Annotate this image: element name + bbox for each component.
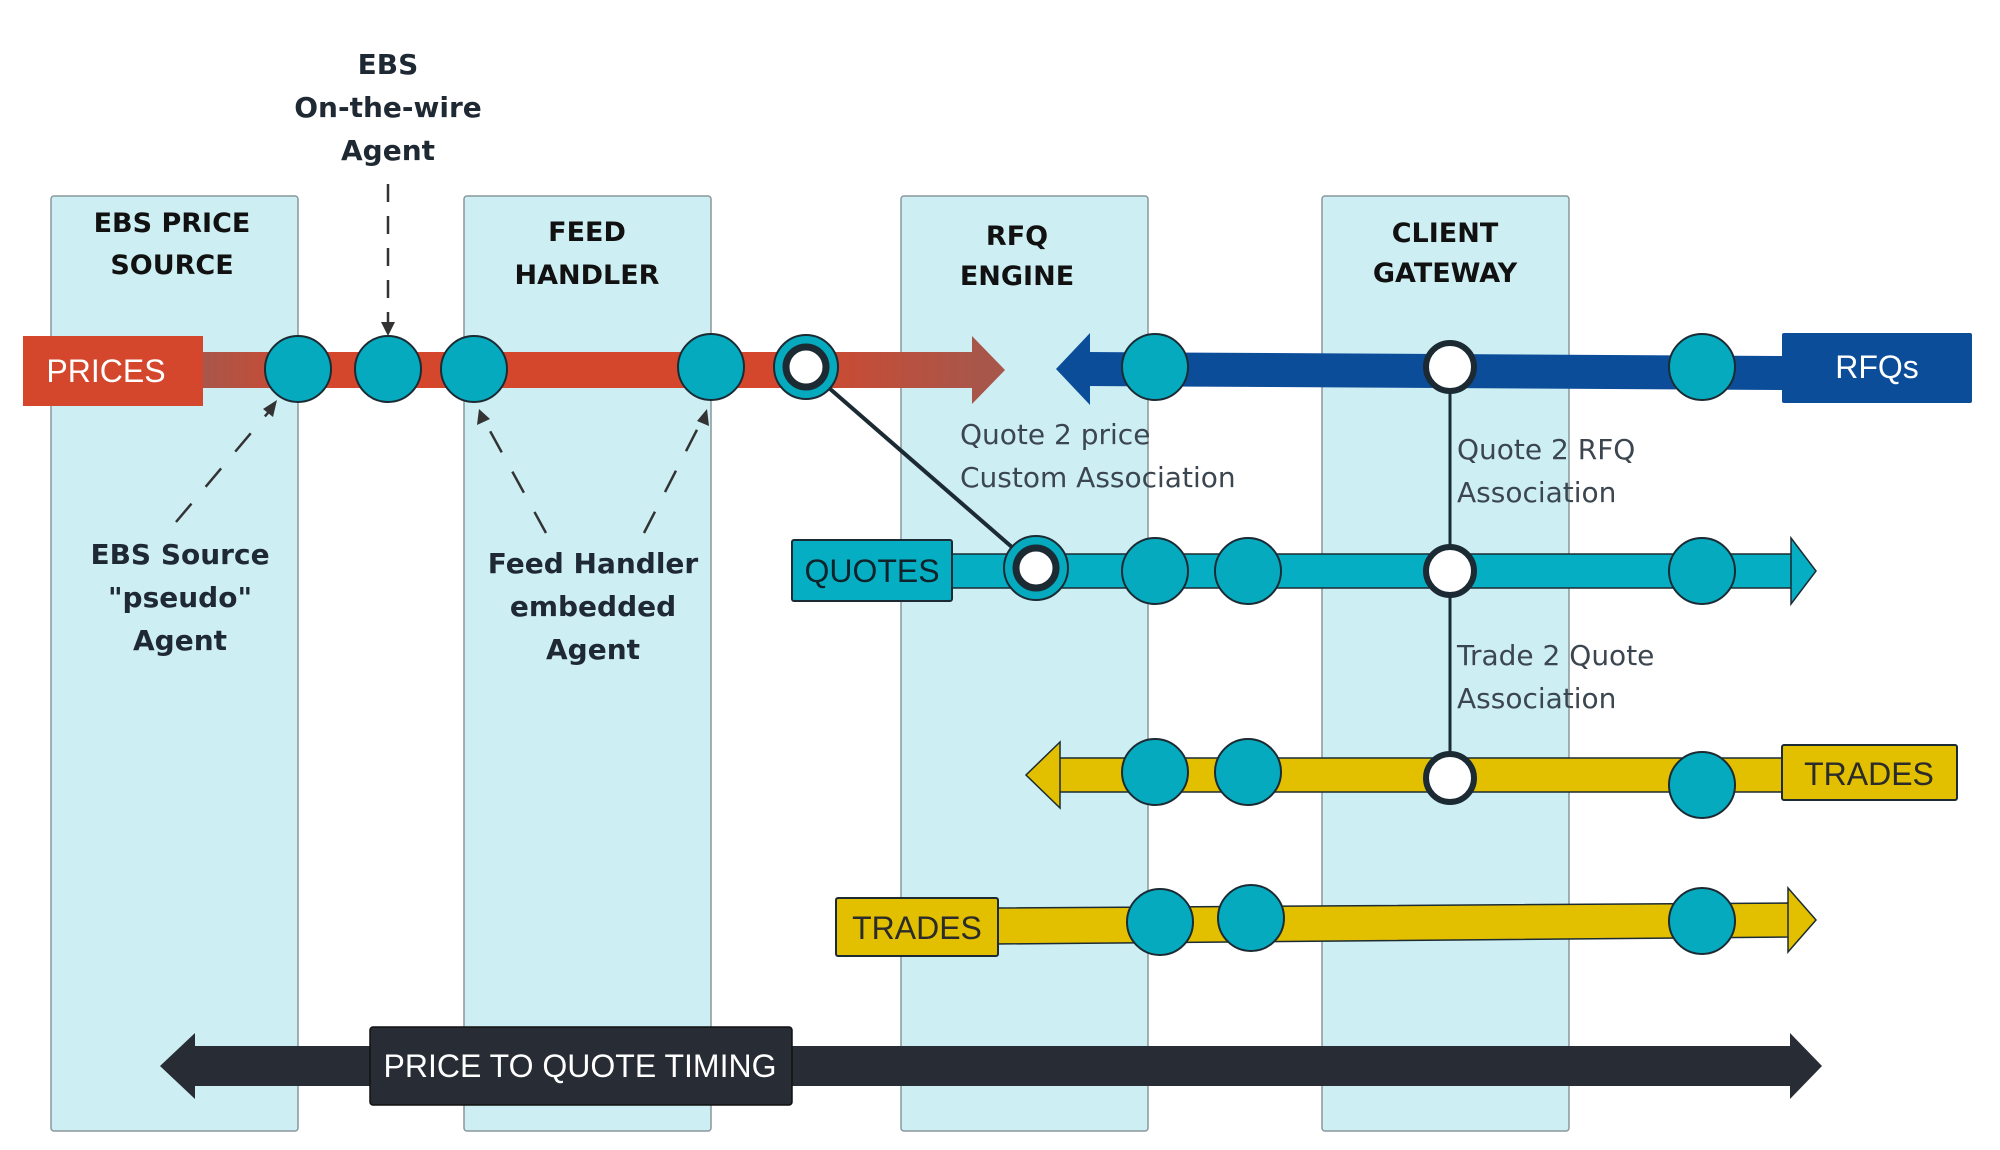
column-ebs-price-source xyxy=(50,195,299,1132)
trade-quote-note: Association xyxy=(1457,682,1616,715)
trades-out-label: TRADES xyxy=(852,910,982,946)
association-notes: Quote 2 price Custom Association Quote 2… xyxy=(960,418,1654,715)
trades-out-label-box xyxy=(835,897,999,957)
node xyxy=(1121,738,1189,806)
node xyxy=(354,335,422,403)
node xyxy=(1668,751,1736,819)
trades-out-arrowhead xyxy=(1787,886,1817,954)
node xyxy=(1121,333,1189,401)
association-node xyxy=(1423,340,1477,394)
pseudo-agent-label: EBS Source xyxy=(90,538,269,571)
quotes-band xyxy=(951,553,1797,589)
quotes-label-box xyxy=(791,539,953,602)
quote-price-connector xyxy=(804,366,1038,570)
trades-in-arrowhead xyxy=(1024,740,1061,810)
embedded-agent-arrow-right xyxy=(642,419,704,534)
association-node xyxy=(1423,544,1477,598)
association-nodes xyxy=(773,334,1477,805)
quotes-arrowhead xyxy=(1790,535,1817,607)
column-rfq-engine xyxy=(900,195,1149,1132)
column-title: CLIENT xyxy=(1392,218,1499,249)
node xyxy=(1121,537,1189,605)
trades-out-flow: TRADES xyxy=(835,886,1817,957)
prices-arrowhead xyxy=(972,336,1005,404)
quote-price-note: Quote 2 price xyxy=(960,418,1150,451)
column-title: GATEWAY xyxy=(1373,258,1518,289)
association-node xyxy=(773,334,839,400)
timing-flow: PRICE TO QUOTE TIMING xyxy=(160,1026,1822,1106)
timing-label-box xyxy=(369,1026,793,1106)
pseudo-agent-label: "pseudo" xyxy=(108,581,252,614)
trade-quote-note: Trade 2 Quote xyxy=(1456,639,1654,672)
column-title: ENGINE xyxy=(960,261,1074,292)
column-title: SOURCE xyxy=(110,250,233,281)
node xyxy=(1214,537,1282,605)
column-feed-handler xyxy=(463,195,712,1132)
prices-label-box xyxy=(23,336,203,406)
nodes xyxy=(264,333,1736,956)
column-title: RFQ xyxy=(986,221,1048,252)
wire-agent: EBS On-the-wire Agent xyxy=(294,48,482,336)
association-node xyxy=(1003,535,1069,601)
embedded-agent-arrow-left xyxy=(482,419,548,534)
quotes-label: QUOTES xyxy=(804,553,939,589)
pseudo-agent-label: Agent xyxy=(133,624,227,657)
rfqs-label: RFQs xyxy=(1835,349,1919,385)
embedded-agent-label: embedded xyxy=(510,590,676,623)
trades-in-label-box xyxy=(1781,744,1958,801)
pseudo-agent-arrowhead xyxy=(263,400,277,417)
node xyxy=(1214,738,1282,806)
wire-agent-label: Agent xyxy=(341,134,435,167)
rfqs-arrowhead xyxy=(1056,333,1090,405)
node xyxy=(1668,333,1736,401)
wire-agent-arrowhead xyxy=(381,322,395,336)
prices-label: PRICES xyxy=(46,353,165,389)
embedded-agent-arrowhead-right xyxy=(697,409,709,426)
node xyxy=(1668,887,1736,955)
wire-agent-label: EBS xyxy=(358,48,419,81)
column-title: EBS PRICE xyxy=(94,208,251,239)
association-node xyxy=(1423,751,1477,805)
node xyxy=(1217,884,1285,952)
node xyxy=(264,335,332,403)
node xyxy=(1668,537,1736,605)
trades-in-label: TRADES xyxy=(1804,756,1934,792)
rfqs-flow: RFQs xyxy=(1056,333,1972,405)
column-title: HANDLER xyxy=(515,260,660,291)
columns xyxy=(50,195,1570,1132)
timing-left-arrowhead xyxy=(160,1033,195,1099)
column-client-gateway xyxy=(1321,195,1570,1132)
agent-arrows xyxy=(175,400,709,534)
column-titles: EBS PRICE SOURCE FEED HANDLER RFQ ENGINE… xyxy=(94,208,1518,292)
node xyxy=(440,335,508,403)
rfqs-label-box xyxy=(1782,333,1972,403)
embedded-agent-label: Agent xyxy=(546,633,640,666)
timing-right-arrowhead xyxy=(1790,1033,1822,1099)
embedded-agent-label: Feed Handler xyxy=(488,547,699,580)
node xyxy=(677,333,745,401)
embedded-agent-arrowhead-left xyxy=(477,409,490,425)
wire-agent-label: On-the-wire xyxy=(294,91,482,124)
column-title: FEED xyxy=(548,217,626,248)
quote-price-note: Custom Association xyxy=(960,461,1236,494)
quote-rfq-note: Quote 2 RFQ xyxy=(1457,433,1635,466)
agent-labels: EBS Source "pseudo" Agent Feed Handler e… xyxy=(90,538,698,666)
quote-rfq-note: Association xyxy=(1457,476,1616,509)
quotes-flow: QUOTES xyxy=(791,535,1817,607)
node xyxy=(1126,888,1194,956)
timing-label: PRICE TO QUOTE TIMING xyxy=(384,1048,777,1084)
